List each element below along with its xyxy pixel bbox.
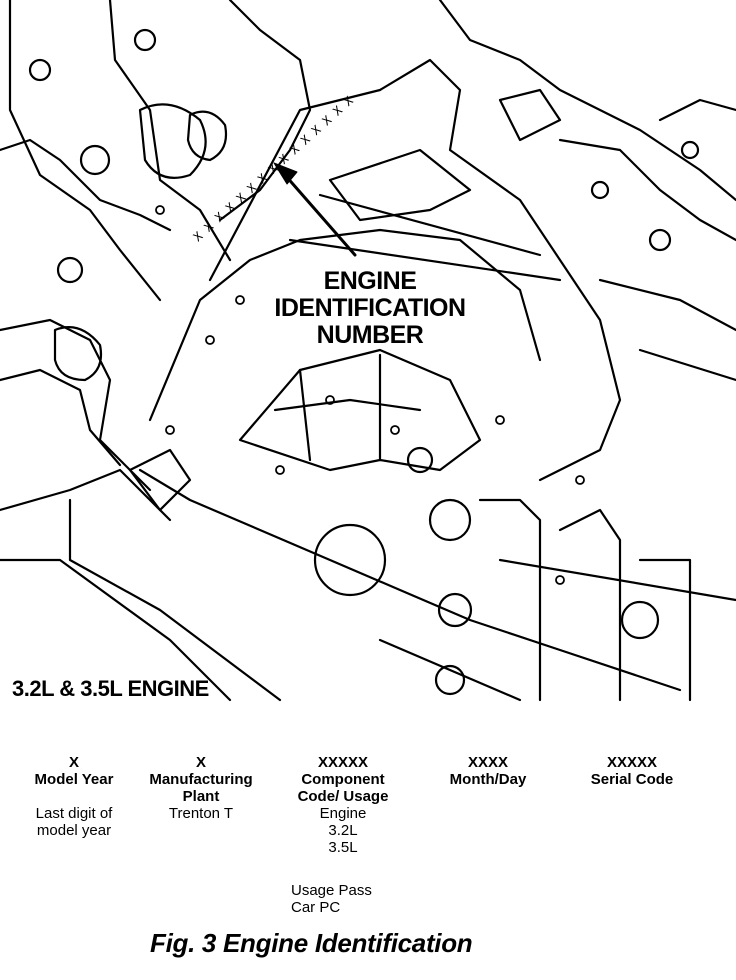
column-description: Engine 3.2L 3.5L bbox=[288, 805, 398, 856]
column-code: XXXX bbox=[467, 754, 509, 771]
column-heading: Manufacturing bbox=[149, 771, 253, 788]
callout-line: ENGINE bbox=[323, 267, 417, 295]
callout-arrow bbox=[273, 162, 357, 257]
legend-column-manufacturing-plant: X Manufacturing Plant Trenton T bbox=[143, 754, 259, 822]
column-heading: Month/Day bbox=[449, 771, 527, 788]
legend-column-component-code: XXXXX Component Code/ Usage Engine 3.2L … bbox=[288, 754, 398, 856]
column-code: XXXXX bbox=[317, 754, 369, 771]
engine-line-drawing: X X X X X X X X X X X X X X X bbox=[0, 0, 736, 702]
column-heading: Serial Code bbox=[590, 771, 674, 788]
column-heading: Plant bbox=[182, 788, 220, 805]
legend-column-month-day: XXXX Month/Day bbox=[438, 754, 538, 788]
description-line: 3.2L bbox=[328, 822, 358, 839]
description-line: 3.5L bbox=[328, 839, 358, 856]
callout-line: NUMBER bbox=[316, 321, 424, 349]
column-code: X bbox=[68, 754, 79, 771]
description-line: Last digit of bbox=[35, 805, 113, 822]
figure-caption: Fig. 3 Engine Identification bbox=[150, 928, 473, 958]
engine-id-callout: ENGINE IDENTIFICATION NUMBER bbox=[250, 268, 490, 349]
column-description: Last digit of model year bbox=[28, 805, 120, 839]
column-heading: Model Year bbox=[34, 771, 114, 788]
column-heading: Code/ Usage bbox=[297, 788, 389, 805]
timing-cover-outline bbox=[138, 58, 682, 696]
bolt-heads bbox=[155, 205, 585, 585]
description-line: Engine bbox=[319, 805, 367, 822]
legend-column-model-year: X Model Year Last digit of model year bbox=[28, 754, 120, 839]
column-code: X bbox=[195, 754, 206, 771]
usage-line: Car PC bbox=[291, 899, 341, 916]
description-line: model year bbox=[36, 822, 112, 839]
callout-line: IDENTIFICATION bbox=[274, 294, 466, 322]
usage-line: Usage Pass bbox=[291, 882, 372, 899]
legend-column-serial-code: XXXXX Serial Code bbox=[580, 754, 684, 788]
engine-block-outline bbox=[0, 0, 312, 702]
column-heading: Component bbox=[301, 771, 385, 788]
engine-label: 3.2L & 3.5L ENGINE bbox=[12, 676, 209, 701]
column-code: XXXXX bbox=[606, 754, 658, 771]
column-description: Trenton T bbox=[168, 805, 234, 822]
right-side-components bbox=[378, 0, 736, 702]
usage-note: Usage Pass Car PC bbox=[291, 882, 372, 916]
